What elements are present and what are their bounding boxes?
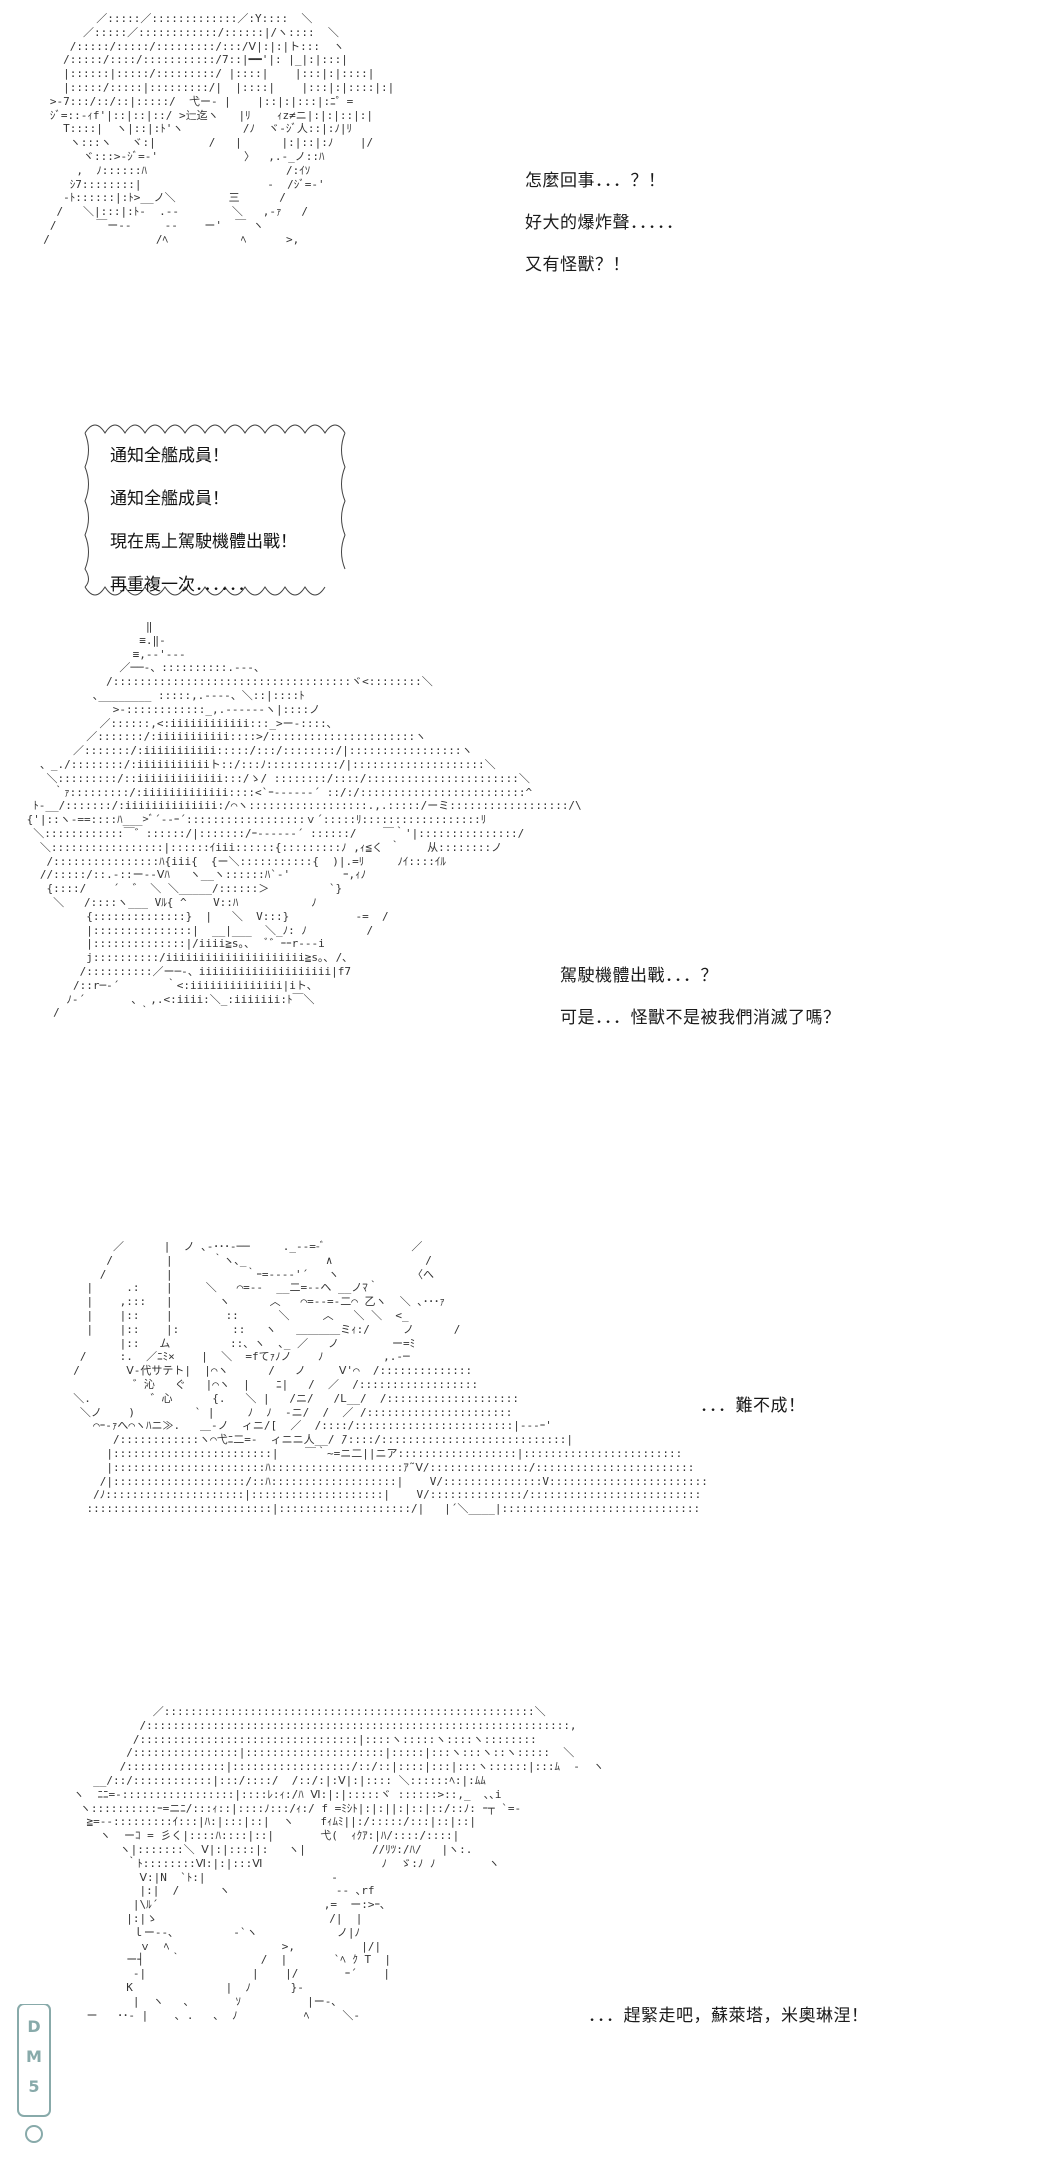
site-logo: D M 5 — [14, 2003, 54, 2154]
panel-3: ／ | ノ ､-･･･-── ._--=-ﾞ ／ / | ｀ヽ､_ ∧ / / … — [0, 1240, 1040, 1700]
dialogue-line: ．．．難不成！ — [700, 1396, 806, 1416]
dialogue-line: 怎麼回事．．．？！ — [525, 171, 666, 191]
announcement-text: 通知全艦成員！ 通知全艦成員！ 現在馬上駕駛機體出戰！ 再重複一次．．．．．． — [110, 435, 297, 607]
panel-2: ‖ ≡.‖- ≡,-‐'‐‐- ／──-、::::::::::.‐--、 /::… — [0, 620, 1040, 1220]
dialogue-line: 好大的爆炸聲．．．．． — [525, 213, 684, 233]
dialogue-line: 又有怪獸？！ — [525, 255, 630, 275]
announcement-line: 通知全艦成員！ — [110, 489, 229, 509]
bubble-border — [84, 424, 346, 596]
logo-mark-icon: D M 5 — [17, 2003, 51, 2143]
announcement-line: 通知全艦成員！ — [110, 446, 229, 466]
panel-1: ／:::::／:::::::::::::／:Y:::: ＼ ／:::::／:::… — [0, 0, 1040, 390]
panel-4: ／:::::::::::::::::::::::::::::::::::::::… — [0, 1705, 1040, 2168]
announcement-bubble: 通知全艦成員！ 通知全艦成員！ 現在馬上駕駛機體出戰！ 再重複一次．．．．．． — [80, 415, 355, 605]
scene-art-3: ／ | ノ ､-･･･-── ._--=-ﾞ ／ / | ｀ヽ､_ ∧ / / … — [73, 1240, 708, 1516]
dialogue-line: ．．．趕緊走吧，蘇萊塔，米奧琳涅！ — [588, 2006, 869, 2026]
announcement-line: 再重複一次．．．．．． — [110, 575, 255, 595]
svg-text:5: 5 — [28, 2077, 39, 2096]
dialogue-line: 可是．．．怪獸不是被我們消滅了嗎？ — [560, 1008, 841, 1028]
svg-text:D: D — [27, 2017, 40, 2036]
svg-text:M: M — [26, 2047, 42, 2066]
dialogue-line: 駕駛機體出戰．．．？ — [560, 966, 718, 986]
announcement-line: 現在馬上駕駛機體出戰！ — [110, 532, 297, 552]
character-art-2: ‖ ≡.‖- ≡,-‐'‐‐- ／──-、::::::::::.‐--、 /::… — [26, 620, 841, 1028]
character-art-4: ／:::::::::::::::::::::::::::::::::::::::… — [73, 1705, 605, 2022]
character-art-1: ／:::::／:::::::::::::／:Y:::: ＼ ／:::::／:::… — [43, 12, 395, 246]
